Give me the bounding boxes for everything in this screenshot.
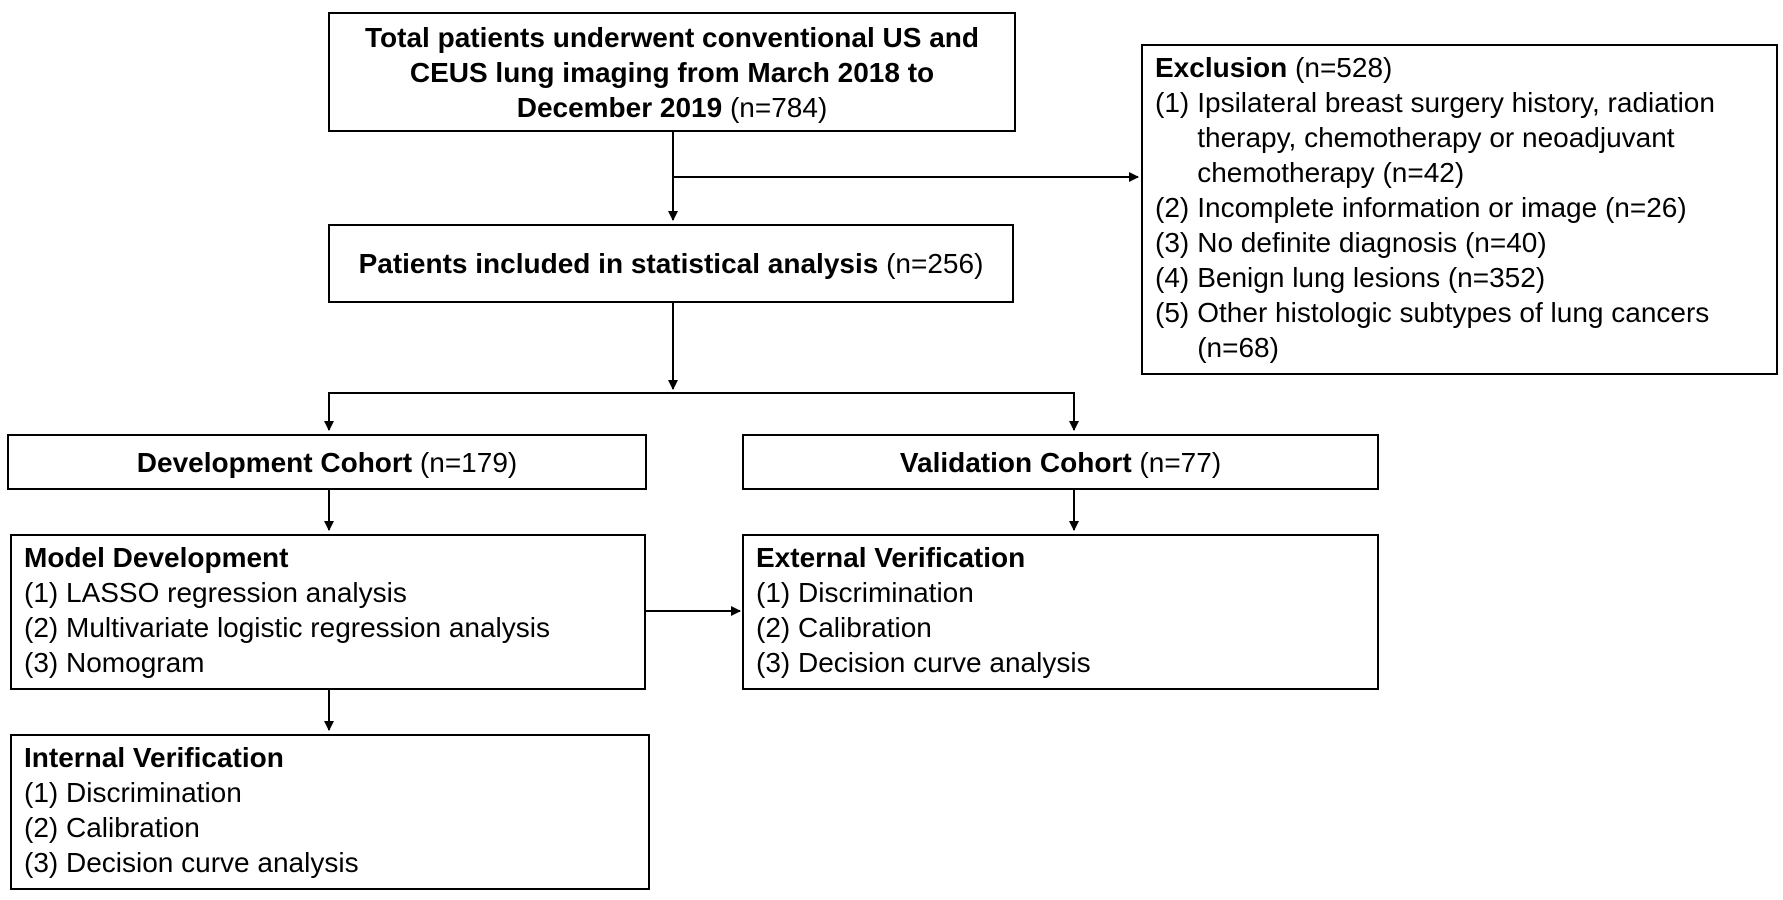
validation-cohort-box: Validation Cohort (n=77) bbox=[742, 434, 1379, 490]
internal-verification-item: (3) Decision curve analysis bbox=[24, 847, 359, 878]
total-patients-title: Total patients underwent conventional US… bbox=[365, 22, 979, 123]
model-development-title: Model Development bbox=[24, 542, 289, 573]
exclusion-item-number: (3) bbox=[1155, 227, 1190, 258]
validation-cohort-title: Validation Cohort bbox=[899, 446, 1132, 478]
total-patients-box: Total patients underwent conventional US… bbox=[328, 12, 1016, 132]
included-patients-title: Patients included in statistical analysi… bbox=[358, 248, 879, 279]
model-development-box: Model Development (1) LASSO regression a… bbox=[10, 534, 646, 690]
model-development-item: (2) Multivariate logistic regression ana… bbox=[24, 612, 550, 643]
model-development-item: (3) Nomogram bbox=[24, 647, 205, 678]
development-cohort-box: Development Cohort (n=179) bbox=[7, 434, 647, 490]
external-verification-item: (1) Discrimination bbox=[756, 577, 974, 608]
internal-verification-title: Internal Verification bbox=[24, 742, 284, 773]
model-development-item: (1) LASSO regression analysis bbox=[24, 577, 407, 608]
external-verification-title: External Verification bbox=[756, 542, 1026, 573]
exclusion-item-text: Ipsilateral breast surgery history, radi… bbox=[1197, 87, 1715, 188]
internal-verification-item: (1) Discrimination bbox=[24, 777, 242, 808]
internal-verification-box: Internal Verification (1) Discrimination… bbox=[10, 734, 650, 890]
exclusion-item-number: (2) bbox=[1155, 192, 1190, 223]
included-patients-box: Patients included in statistical analysi… bbox=[328, 224, 1014, 303]
development-cohort-title: Development Cohort bbox=[136, 446, 413, 478]
exclusion-item: (5) Other histologic subtypes of lung ca… bbox=[1155, 295, 1764, 365]
exclusion-item: (4) Benign lung lesions (n=352) bbox=[1155, 260, 1764, 295]
external-verification-item: (2) Calibration bbox=[756, 612, 932, 643]
exclusion-item-number: (4) bbox=[1155, 262, 1190, 293]
exclusion-item-number: (5) bbox=[1155, 297, 1190, 328]
exclusion-header: Exclusion (n=528) bbox=[1155, 50, 1764, 85]
included-patients-count: (n=256) bbox=[886, 248, 984, 279]
internal-verification-item: (2) Calibration bbox=[24, 812, 200, 843]
validation-cohort-count: (n=77) bbox=[1139, 446, 1222, 478]
exclusion-item: (2) Incomplete information or image (n=2… bbox=[1155, 190, 1764, 225]
exclusion-item-text: No definite diagnosis (n=40) bbox=[1197, 227, 1547, 258]
development-cohort-count: (n=179) bbox=[419, 446, 518, 478]
exclusion-item-text: Incomplete information or image (n=26) bbox=[1197, 192, 1687, 223]
exclusion-item: (3) No definite diagnosis (n=40) bbox=[1155, 225, 1764, 260]
exclusion-item-number: (1) bbox=[1155, 87, 1190, 118]
exclusion-item: (1) Ipsilateral breast surgery history, … bbox=[1155, 85, 1764, 190]
exclusion-title: Exclusion bbox=[1155, 52, 1288, 83]
external-verification-item: (3) Decision curve analysis bbox=[756, 647, 1091, 678]
exclusion-item-text: Benign lung lesions (n=352) bbox=[1197, 262, 1546, 293]
exclusion-count: (n=528) bbox=[1295, 52, 1393, 83]
exclusion-box: Exclusion (n=528) (1) Ipsilateral breast… bbox=[1141, 44, 1778, 375]
exclusion-item-text: Other histologic subtypes of lung cancer… bbox=[1197, 297, 1710, 363]
total-patients-count: (n=784) bbox=[729, 92, 828, 123]
external-verification-box: External Verification (1) Discrimination… bbox=[742, 534, 1379, 690]
